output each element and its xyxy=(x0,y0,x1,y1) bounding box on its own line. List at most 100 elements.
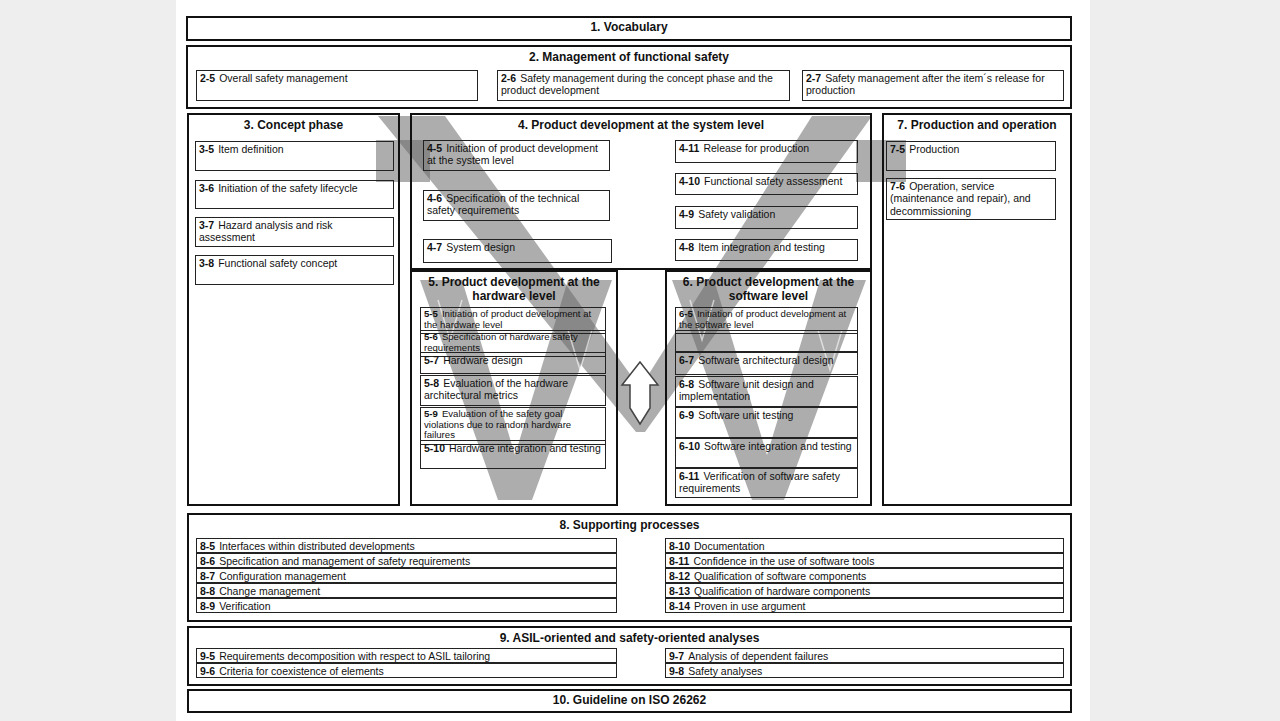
clause-number: 5-10 xyxy=(424,442,445,454)
clause-number: 2-6 xyxy=(501,72,516,84)
part-box: 8. Supporting processes8-5Interfaces wit… xyxy=(187,513,1072,622)
clause-number: 7-6 xyxy=(890,180,905,192)
clause-number: 9-6 xyxy=(200,665,215,677)
clause-number: 8-12 xyxy=(669,570,690,582)
clause-title: Interfaces within distributed developmen… xyxy=(219,540,415,552)
clause-number: 6-8 xyxy=(679,378,694,390)
process-box: 9-7Analysis of dependent failures xyxy=(665,648,1064,663)
clause-number: 4-5 xyxy=(427,142,442,154)
clause-title: Release for production xyxy=(703,142,809,154)
process-box: 8-9Verification xyxy=(196,598,617,613)
clause-number: 8-13 xyxy=(669,585,690,597)
clause-title: Initiation of product development at the… xyxy=(427,142,598,166)
clause-number: 9-8 xyxy=(669,665,684,677)
clause-title: Software integration and testing xyxy=(704,440,852,452)
clause-title: Specification and management of safety r… xyxy=(219,555,470,567)
process-box: 8-14Proven in use argument xyxy=(665,598,1064,613)
process-box: 9-6 Criteria for coexistence of elements xyxy=(196,663,617,678)
process-box: 9-8 Safety analyses xyxy=(665,663,1064,678)
part-heading: 2. Management of functional safety xyxy=(188,47,1070,64)
process-box: 2-7Safety management after the item´s re… xyxy=(802,70,1064,101)
process-box: 4-7System design xyxy=(423,239,612,263)
part-heading: 1. Vocabulary xyxy=(188,18,1070,34)
clause-title: Evaluation of the safety goal violations… xyxy=(424,408,571,440)
clause-number: 9-7 xyxy=(669,650,684,662)
part-box: 6. Product development at the software l… xyxy=(665,270,872,506)
clause-title: Hardware integration and testing xyxy=(449,442,601,454)
process-box: 5-7Hardware design xyxy=(420,352,606,374)
clause-title: Overall safety management xyxy=(219,72,347,84)
part-heading: 9. ASIL-oriented and safety-oriented ana… xyxy=(189,628,1070,645)
clause-number: 3-5 xyxy=(199,143,214,155)
clause-title: Qualification of software components xyxy=(694,570,866,582)
clause-title: Software architectural design xyxy=(698,354,833,366)
clause-title: Safety management during the concept pha… xyxy=(501,72,773,96)
part-box: 2. Management of functional safety2-5Ove… xyxy=(186,45,1072,109)
part-box: 10. Guideline on ISO 26262 xyxy=(187,689,1072,713)
part-heading: 6. Product development at the software l… xyxy=(667,272,870,304)
clause-title: Safety analyses xyxy=(688,665,762,677)
process-box: 3-6Initiation of the safety lifecycle xyxy=(195,180,394,209)
clause-title: Production xyxy=(909,143,959,155)
process-box: 9-5Requirements decomposition with respe… xyxy=(196,648,617,663)
process-box: 4-11 Release for production xyxy=(675,140,858,163)
clause-number: 5-6 xyxy=(424,331,438,342)
clause-number: 5-5 xyxy=(424,308,438,319)
process-box: 2-6Safety management during the concept … xyxy=(497,70,790,101)
process-box: 4-5Initiation of product development at … xyxy=(423,140,610,171)
process-box: 4-9Safety validation xyxy=(675,206,858,229)
clause-number: 2-7 xyxy=(806,72,821,84)
process-box: 4-10Functional safety assessment xyxy=(675,173,858,195)
clause-title: Safety management after the item´s relea… xyxy=(806,72,1045,96)
clause-number: 4-9 xyxy=(679,208,694,220)
clause-number: 8-6 xyxy=(200,555,215,567)
part-box: 7. Production and operation 7-5 Production… xyxy=(882,113,1072,506)
part-box: 1. Vocabulary xyxy=(186,16,1072,41)
clause-title: Verification xyxy=(219,600,270,612)
process-box: 8-6 Specification and management of safet… xyxy=(196,553,617,568)
process-box: 8-12 Qualification of software components xyxy=(665,568,1064,583)
process-box: 4-6Specification of the technical safety… xyxy=(423,190,610,221)
clause-title: Functional safety concept xyxy=(218,257,337,269)
clause-title: Confidence in the use of software tools xyxy=(693,555,874,567)
part-heading: 7. Production and operation xyxy=(884,115,1070,132)
clause-number: 4-8 xyxy=(679,241,694,253)
process-box: 5-8Evaluation of the hardware architectu… xyxy=(420,375,606,406)
process-box: 6-9Software unit testing xyxy=(675,407,858,438)
clause-number: 3-6 xyxy=(199,182,214,194)
clause-title: Evaluation of the hardware architectural… xyxy=(424,377,568,401)
part-heading: 10. Guideline on ISO 26262 xyxy=(189,691,1070,707)
clause-title: Verification of software safety requirem… xyxy=(679,470,840,494)
clause-title: Documentation xyxy=(694,540,765,552)
process-box: 6-11Verification of software safety requ… xyxy=(675,468,858,498)
clause-title: Proven in use argument xyxy=(694,600,805,612)
clause-number: 3-8 xyxy=(199,257,214,269)
clause-number: 5-8 xyxy=(424,377,439,389)
clause-title: Specification of hardware safety require… xyxy=(424,331,578,353)
part-heading: 5. Product development at the hardware l… xyxy=(412,272,616,304)
clause-title: System design xyxy=(446,241,515,253)
clause-title: Operation, service (maintenance and repa… xyxy=(890,180,1031,217)
clause-number: 8-7 xyxy=(200,570,215,582)
clause-title: Item definition xyxy=(218,143,283,155)
clause-number: 3-7 xyxy=(199,219,214,231)
process-box: 6-7Software architectural design xyxy=(675,352,858,375)
clause-title: Criteria for coexistence of elements xyxy=(219,665,384,677)
clause-title: Initiation of product development at the… xyxy=(679,308,846,330)
process-box: 3-8 Functional safety concept xyxy=(195,255,394,285)
clause-number: 6-11 xyxy=(679,470,699,482)
clause-number: 5-7 xyxy=(424,354,439,366)
clause-number: 5-9 xyxy=(424,408,438,419)
clause-number: 8-10 xyxy=(669,540,690,552)
clause-title: Qualification of hardware components xyxy=(694,585,870,597)
clause-title: Requirements decomposition with respect … xyxy=(219,650,490,662)
clause-number: 4-11 xyxy=(679,142,699,154)
clause-title: Software unit testing xyxy=(698,409,793,421)
process-box: 8-13 Qualification of hardware components xyxy=(665,583,1064,598)
process-box: 8-8Change management xyxy=(196,583,617,598)
clause-number: 8-11 xyxy=(669,555,689,567)
clause-number: 7-5 xyxy=(890,143,905,155)
clause-title: Initiation of product development at the… xyxy=(424,308,591,330)
process-box: 8-11 Confidence in the use of software to… xyxy=(665,553,1064,568)
